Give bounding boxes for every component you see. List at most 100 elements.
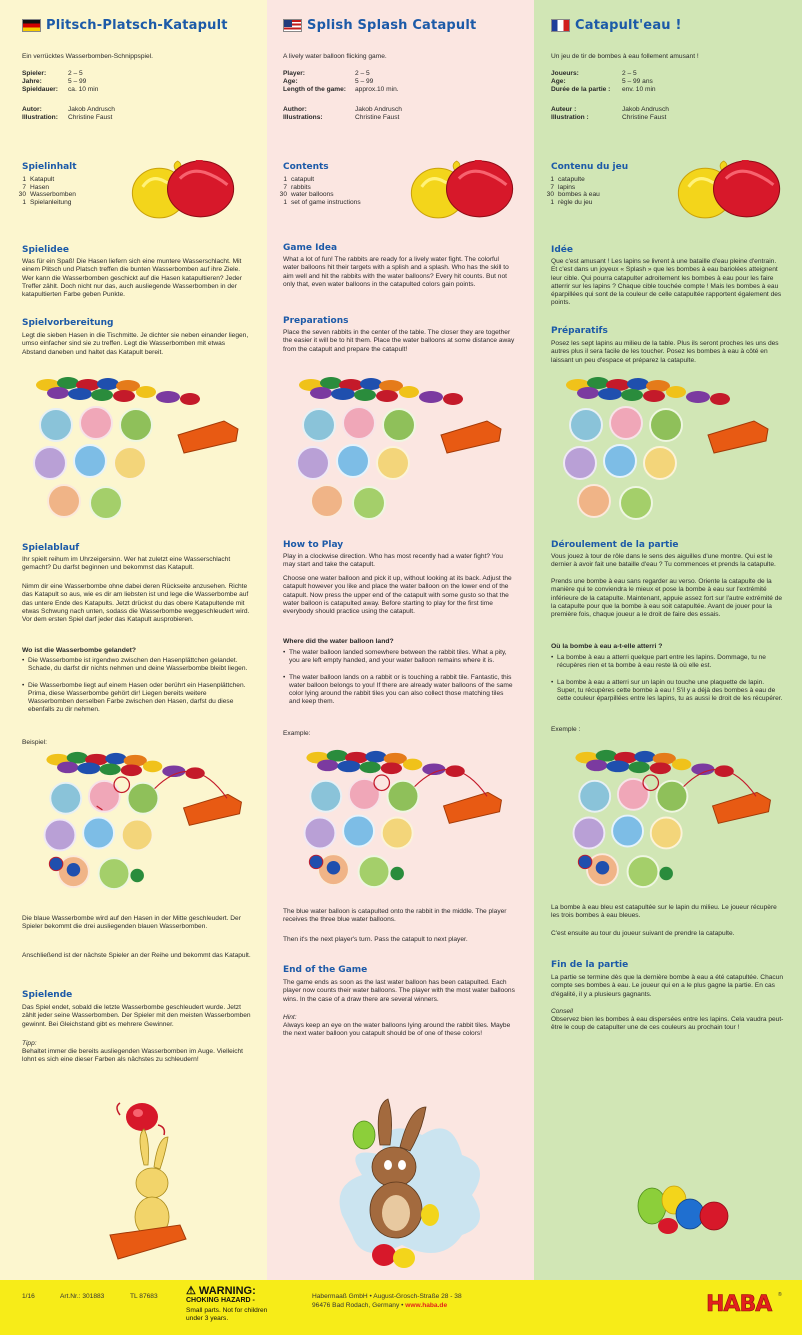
water-balloons-group-illustration xyxy=(637,1185,729,1234)
bullet-text: La bombe à eau a atterri sur un lapin ou… xyxy=(557,678,783,703)
german-credits: Autor:Jakob Andrusch Illustration:Christ… xyxy=(22,106,115,122)
registered-mark: ® xyxy=(778,1292,782,1298)
info-value: 5 – 99 xyxy=(355,77,374,85)
info-key: Player: xyxy=(283,70,305,77)
french-prep-text: Posez les sept lapins au milieu de la ta… xyxy=(551,340,779,364)
french-idea-title: Idée xyxy=(551,245,573,255)
french-end-text: La partie se termine dès que la dernière… xyxy=(551,974,784,998)
credit-value: Christine Faust xyxy=(355,113,400,121)
example-illustration xyxy=(572,748,772,888)
info-key: Spieldauer: xyxy=(22,85,58,93)
credit-key: Illustration : xyxy=(551,113,589,121)
bullet-text: Die Wasserbombe ist irgendwo zwischen de… xyxy=(28,657,248,673)
contents-count: 1 xyxy=(22,198,26,206)
french-example-label: Exemple : xyxy=(551,726,581,733)
german-prep-title: Spielvorbereitung xyxy=(22,318,114,328)
german-bullets: •Die Wasserbombe ist irgendwo zwischen d… xyxy=(22,657,252,715)
info-value: ca. 10 min xyxy=(68,85,99,93)
french-end-title: Fin de la partie xyxy=(551,960,629,970)
german-example-label: Beispiel: xyxy=(22,739,47,746)
info-value: 2 – 5 xyxy=(622,70,637,77)
credit-key: Illustrations: xyxy=(283,113,323,121)
german-tip-text: Behaltet immer die bereits ausliegenden … xyxy=(22,1048,244,1064)
contents-item: règle du jeu xyxy=(558,198,593,206)
french-title: Catapult'eau ! xyxy=(575,18,682,33)
french-info: Joueurs:2 – 5 Age:5 – 99 ans Durée de la… xyxy=(551,70,656,93)
english-header: Splish Splash Catapult xyxy=(283,18,476,33)
info-key: Durée de la partie : xyxy=(551,85,611,93)
contents-item: Spielanleitung xyxy=(30,198,72,206)
article-number: Art.Nr.: 301883 xyxy=(60,1293,105,1300)
contents-count: 7 xyxy=(550,183,554,191)
game-setup-illustration xyxy=(296,376,502,520)
german-idea-title: Spielidee xyxy=(22,245,69,255)
english-play-text2: Choose one water balloon and pick it up,… xyxy=(283,575,512,616)
english-info: Player: 2 – 5 Age: 5 – 99 Length of the ga… xyxy=(283,70,399,93)
german-title: Plitsch-Platsch-Katapult xyxy=(46,18,228,33)
info-value: 2 – 5 xyxy=(355,70,370,77)
french-tagline: Un jeu de tir de bombes à eau follement … xyxy=(551,53,699,60)
french-play-text2: Prends une bombe à eau sans regarder au … xyxy=(551,578,783,619)
contents-item: water balloons xyxy=(291,191,334,199)
contents-count: 1 xyxy=(22,176,26,183)
german-play-text1: Ihr spielt reihum im Uhrzeigersinn. Wer … xyxy=(22,556,231,572)
water-balloons-illustration xyxy=(676,160,782,220)
german-header: Plitsch-Platsch-Katapult xyxy=(22,18,228,33)
contents-count: 1 xyxy=(283,198,287,206)
column-english: Splish Splash Catapult A lively water ba… xyxy=(267,0,534,1280)
warning-line-1: Small parts. Not for children xyxy=(186,1307,268,1314)
french-prep-title: Préparatifs xyxy=(551,326,608,336)
water-balloons-illustration xyxy=(130,160,236,220)
english-play-text1: Play in a clockwise direction. Who has m… xyxy=(283,553,503,569)
info-key: Jahre: xyxy=(22,77,42,85)
french-example-text: La bombe à eau bleu est catapultée sur l… xyxy=(551,904,777,920)
info-key: Spieler: xyxy=(22,70,47,77)
english-tip-text: Always keep an eye on the water balloons… xyxy=(283,1022,511,1038)
french-bullets: •La bombe à eau a atterri quelque part e… xyxy=(551,654,783,703)
german-prep-text: Legt die sieben Hasen in die Tischmitte.… xyxy=(22,332,249,356)
english-play-title: How to Play xyxy=(283,540,344,550)
contents-count: 30 xyxy=(18,191,26,199)
bullet-text: Die Wasserbombe liegt auf einem Hasen od… xyxy=(28,681,246,714)
german-end-title: Spielende xyxy=(22,990,73,1000)
french-landed-title: Où la bombe à eau a-t-elle atterri ? xyxy=(551,643,663,650)
rabbit-splash-illustration xyxy=(339,1098,480,1268)
contents-item: catapult xyxy=(291,176,315,183)
german-play-title: Spielablauf xyxy=(22,543,80,553)
credit-key: Auteur : xyxy=(551,106,577,113)
french-credits: Auteur :Jakob Andrusch Illustration :Chr… xyxy=(551,106,669,122)
english-landed-title: Where did the water balloon land? xyxy=(283,638,394,645)
english-idea-text: What a lot of fun! The rabbits are ready… xyxy=(283,256,509,288)
contents-item: set of game instructions xyxy=(291,198,361,206)
french-play-text1: Vous jouez à tour de rôle dans le sens d… xyxy=(551,553,776,569)
example-illustration xyxy=(303,748,503,888)
game-setup-illustration xyxy=(33,376,239,520)
info-key: Length of the game: xyxy=(283,85,347,93)
english-end-text: The game ends as soon as the last water … xyxy=(283,979,515,1003)
contents-count: 1 xyxy=(550,198,554,206)
contents-count: 30 xyxy=(546,191,554,199)
credit-value: Jakob Andrusch xyxy=(68,106,115,113)
info-value: approx.10 min. xyxy=(355,85,399,93)
contents-item: Katapult xyxy=(30,176,55,183)
water-balloons-illustration xyxy=(409,160,515,220)
contents-count: 7 xyxy=(283,183,287,191)
info-value: env. 10 min xyxy=(622,85,656,93)
credit-key: Autor: xyxy=(22,106,42,113)
contents-item: bombes à eau xyxy=(558,191,600,199)
bullet-text: The water balloon lands on a rabbit or i… xyxy=(289,673,513,706)
german-example-text: Die blaue Wasserbombe wird auf den Hasen… xyxy=(22,915,241,931)
english-title: Splish Splash Catapult xyxy=(307,18,477,33)
contents-item: catapulte xyxy=(558,176,585,183)
contents-item: Hasen xyxy=(30,183,50,191)
bullet-text: La bombe à eau a atterri quelque part en… xyxy=(557,654,766,670)
german-flag-icon xyxy=(22,19,41,32)
website-link[interactable]: www.haba.de xyxy=(405,1302,448,1309)
info-key: Age: xyxy=(283,77,298,85)
english-end-title: End of the Game xyxy=(283,965,368,975)
french-idea-text: Que c'est amusant ! Les lapins se livren… xyxy=(551,258,782,307)
contents-count: 1 xyxy=(550,176,554,183)
german-info: Spieler:2 – 5 Jahre:5 – 99 Spieldauer:ca… xyxy=(22,70,98,93)
